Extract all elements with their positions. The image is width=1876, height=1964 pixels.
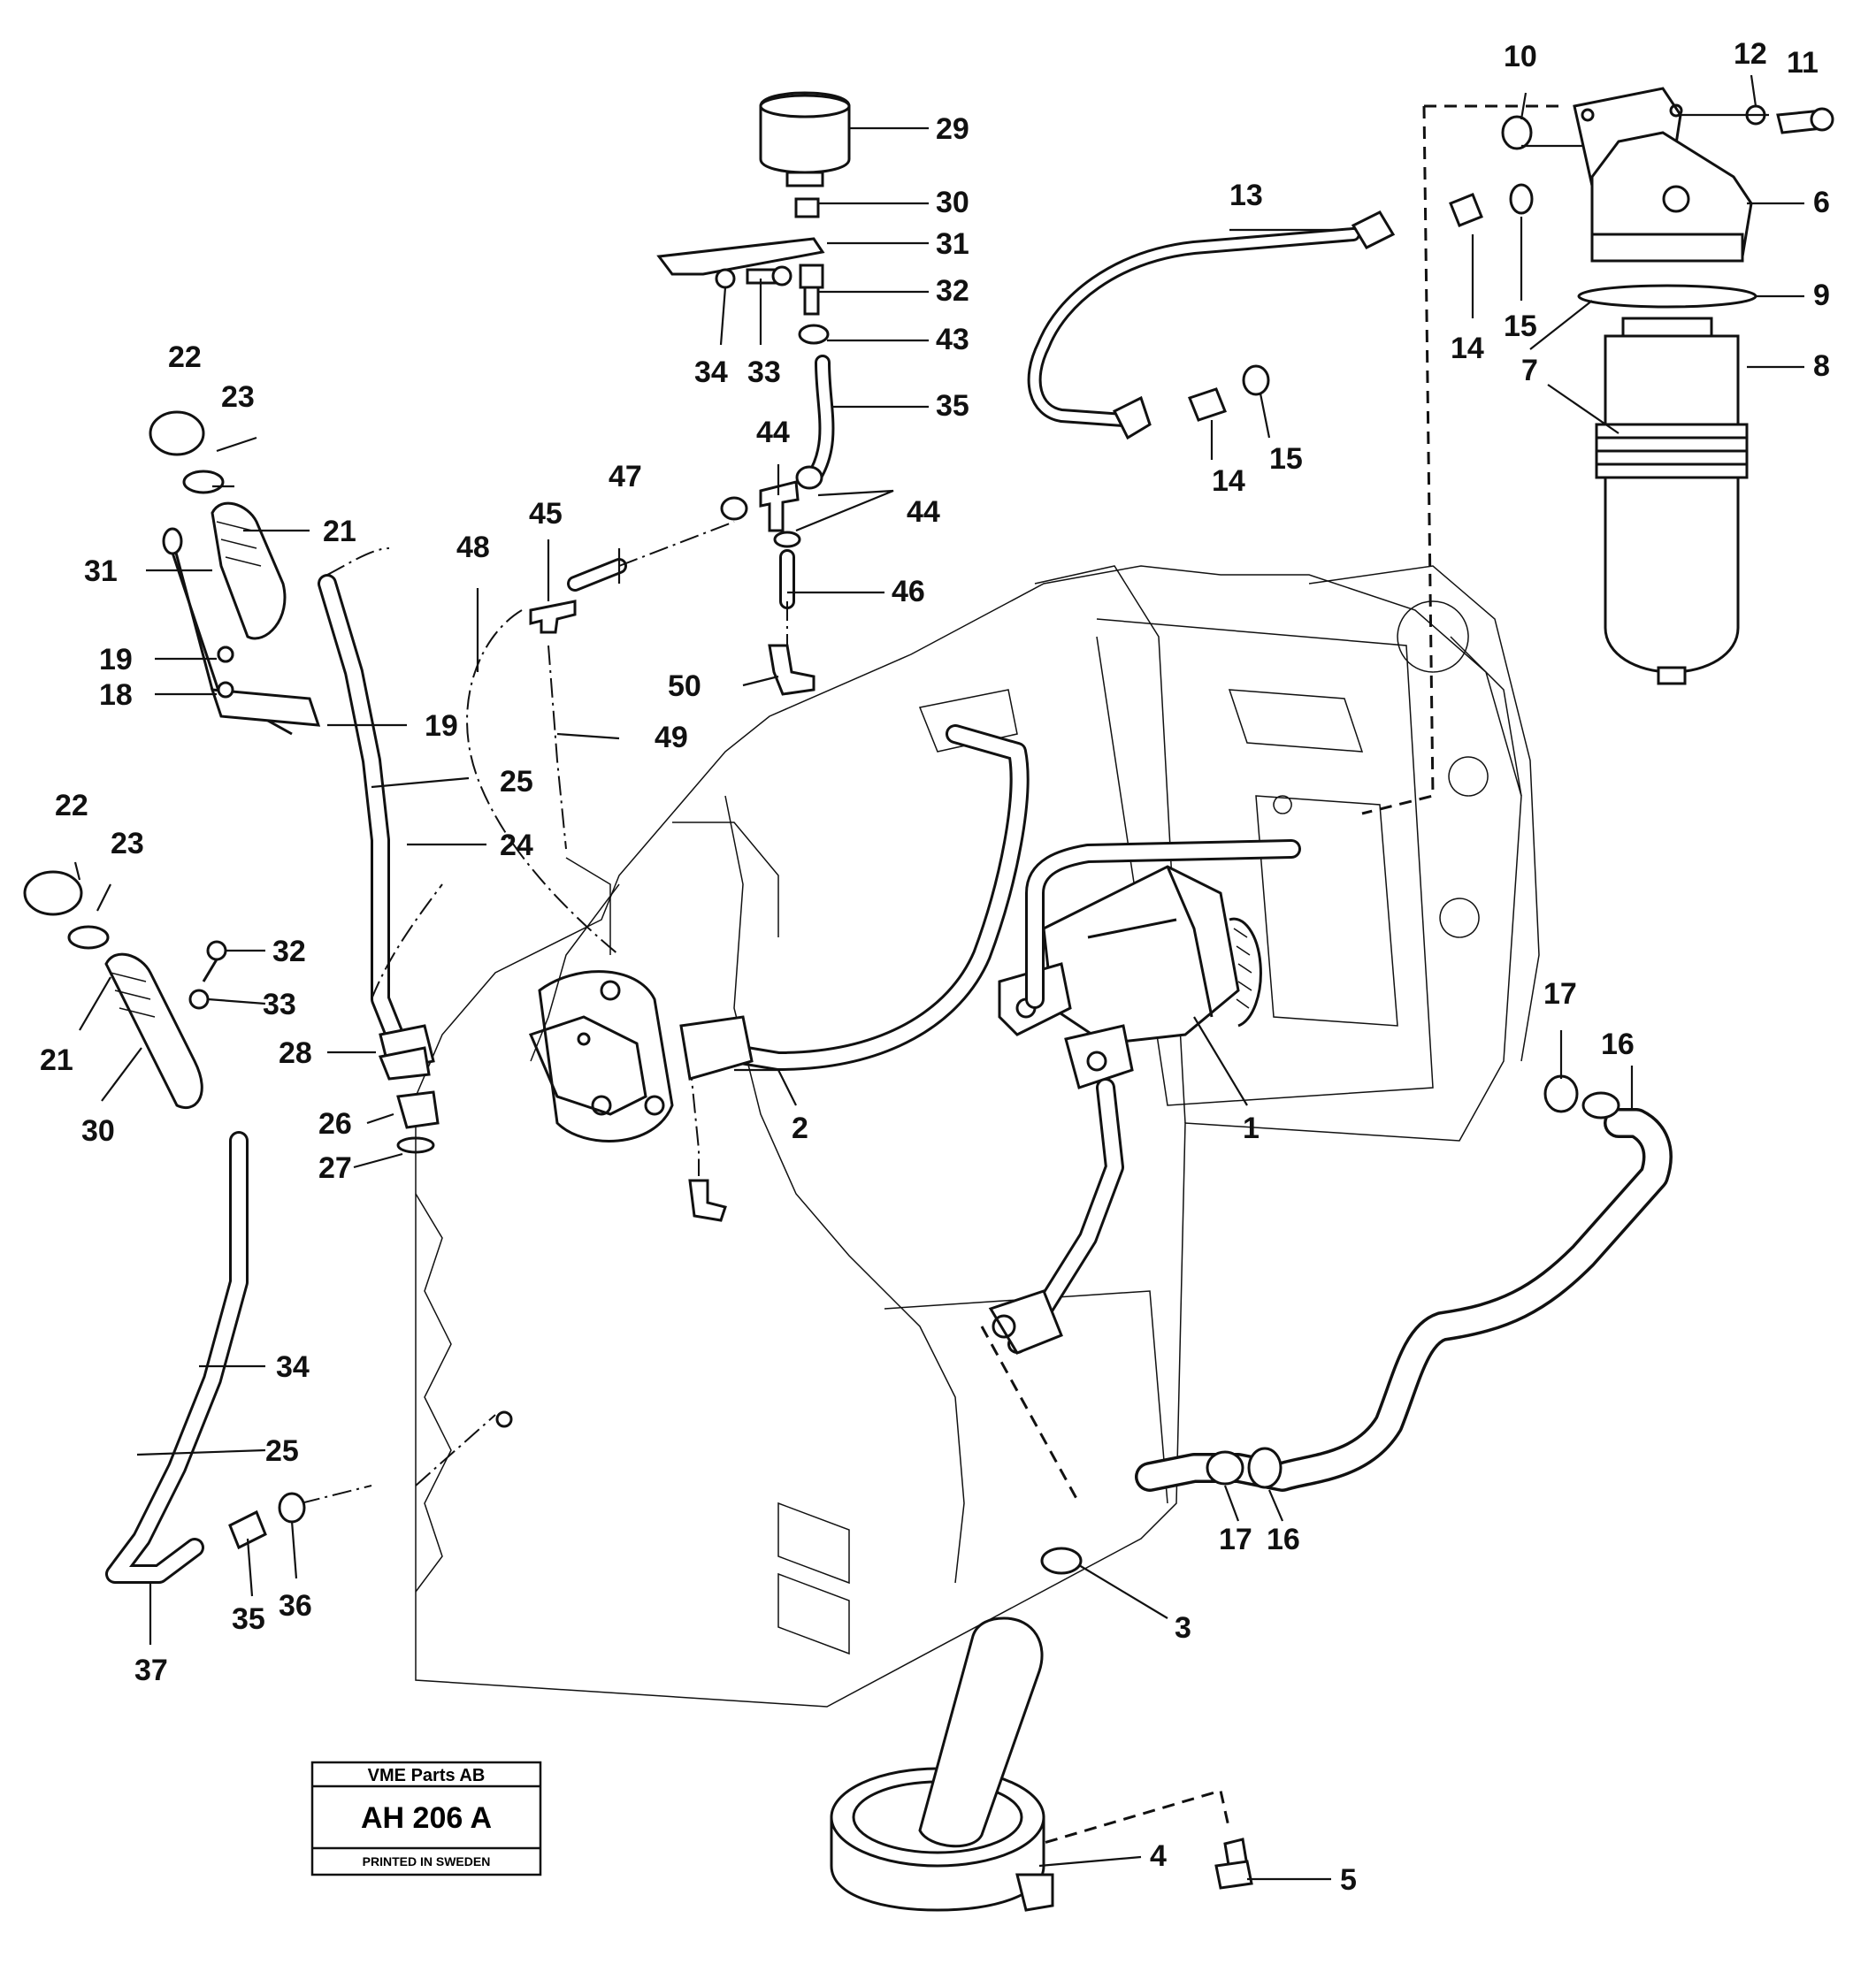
callout-14: 14 [1451,332,1484,365]
fittings [162,104,1834,1890]
callout-40: 32 [936,274,969,308]
callout-13: 13 [1229,179,1263,212]
callout-25: 25 [500,765,533,799]
callout-15b: 15 [1269,442,1303,476]
leader-lines [73,74,1804,1881]
callout-47: 47 [609,460,642,493]
callout-16b: 16 [1267,1523,1300,1556]
callout-8: 8 [1813,349,1830,383]
callout-26: 26 [318,1107,352,1141]
callout-35: 36 [279,1589,312,1623]
callout-11: 11 [1787,46,1819,80]
callout-29: 31 [84,554,118,588]
callout-30: 30 [81,1114,115,1148]
callout-15: 15 [1504,310,1537,343]
oil-filter [1573,87,1757,685]
callout-38: 30 [936,186,969,219]
callout-14b: 14 [1212,464,1245,498]
callout-31: 32 [272,935,306,968]
callout-39: 31 [936,227,969,261]
transmission-housing [415,565,1540,1708]
callout-49: 49 [655,721,688,754]
callout-labels: 29 30 31 32 43 34 33 35 44 44 46 47 45 4… [40,37,1830,1897]
oil-pump [998,865,1262,1089]
callout-22: 22 [168,340,202,374]
stamp-printed: PRINTED IN SWEDEN [363,1854,491,1868]
callout-3: 3 [1175,1611,1191,1645]
callout-21: 21 [323,515,356,548]
callout-50: 50 [668,669,701,703]
callout-18: 19 [425,709,458,743]
callout-25b: 25 [265,1434,299,1468]
callout-34: 35 [232,1602,265,1636]
suction-strainer [830,1616,1054,1912]
breather-assembly [656,91,851,345]
callout-33: 34 [276,1350,310,1384]
callout-24: 24 [500,829,533,862]
callout-23: 23 [221,380,255,414]
callout-43: 35 [936,389,969,423]
callout-21b: 21 [40,1043,73,1077]
callout-36: 37 [134,1654,168,1687]
callout-44b: 44 [907,495,940,529]
callout-45: 44 [756,416,790,449]
callout-2: 2 [792,1112,808,1145]
stamp-company: VME Parts AB [368,1766,486,1785]
callout-17b: 17 [1219,1523,1252,1556]
callout-48: 48 [456,531,490,564]
callout-45b: 45 [529,497,563,531]
callout-44: 43 [936,323,969,356]
callout-46: 46 [892,575,925,608]
title-stamp: VME Parts AB AH 206 A PRINTED IN SWEDEN [310,1761,542,1876]
callout-37: 29 [936,112,969,146]
callout-42: 34 [694,355,728,389]
callout-9: 9 [1813,279,1830,312]
callout-23b: 23 [111,827,144,860]
callout-12: 12 [1734,37,1767,71]
callout-6: 6 [1813,186,1830,219]
callout-28: 28 [279,1036,312,1070]
callout-4: 4 [1150,1839,1167,1873]
callout-16: 16 [1601,1028,1635,1061]
callout-27: 27 [318,1151,352,1185]
callout-17: 17 [1543,977,1577,1011]
callout-7: 7 [1521,354,1538,387]
tubes-and-hoses [105,104,1673,1850]
callout-20: 19 [99,643,133,676]
callout-10: 10 [1504,40,1537,73]
callout-1: 1 [1243,1112,1260,1145]
callout-19: 18 [99,678,133,712]
callout-5: 5 [1340,1863,1357,1897]
stamp-code: AH 206 A [361,1801,492,1835]
callout-32: 33 [263,988,296,1021]
callout-22b: 22 [55,789,88,822]
callout-41: 33 [747,355,781,389]
